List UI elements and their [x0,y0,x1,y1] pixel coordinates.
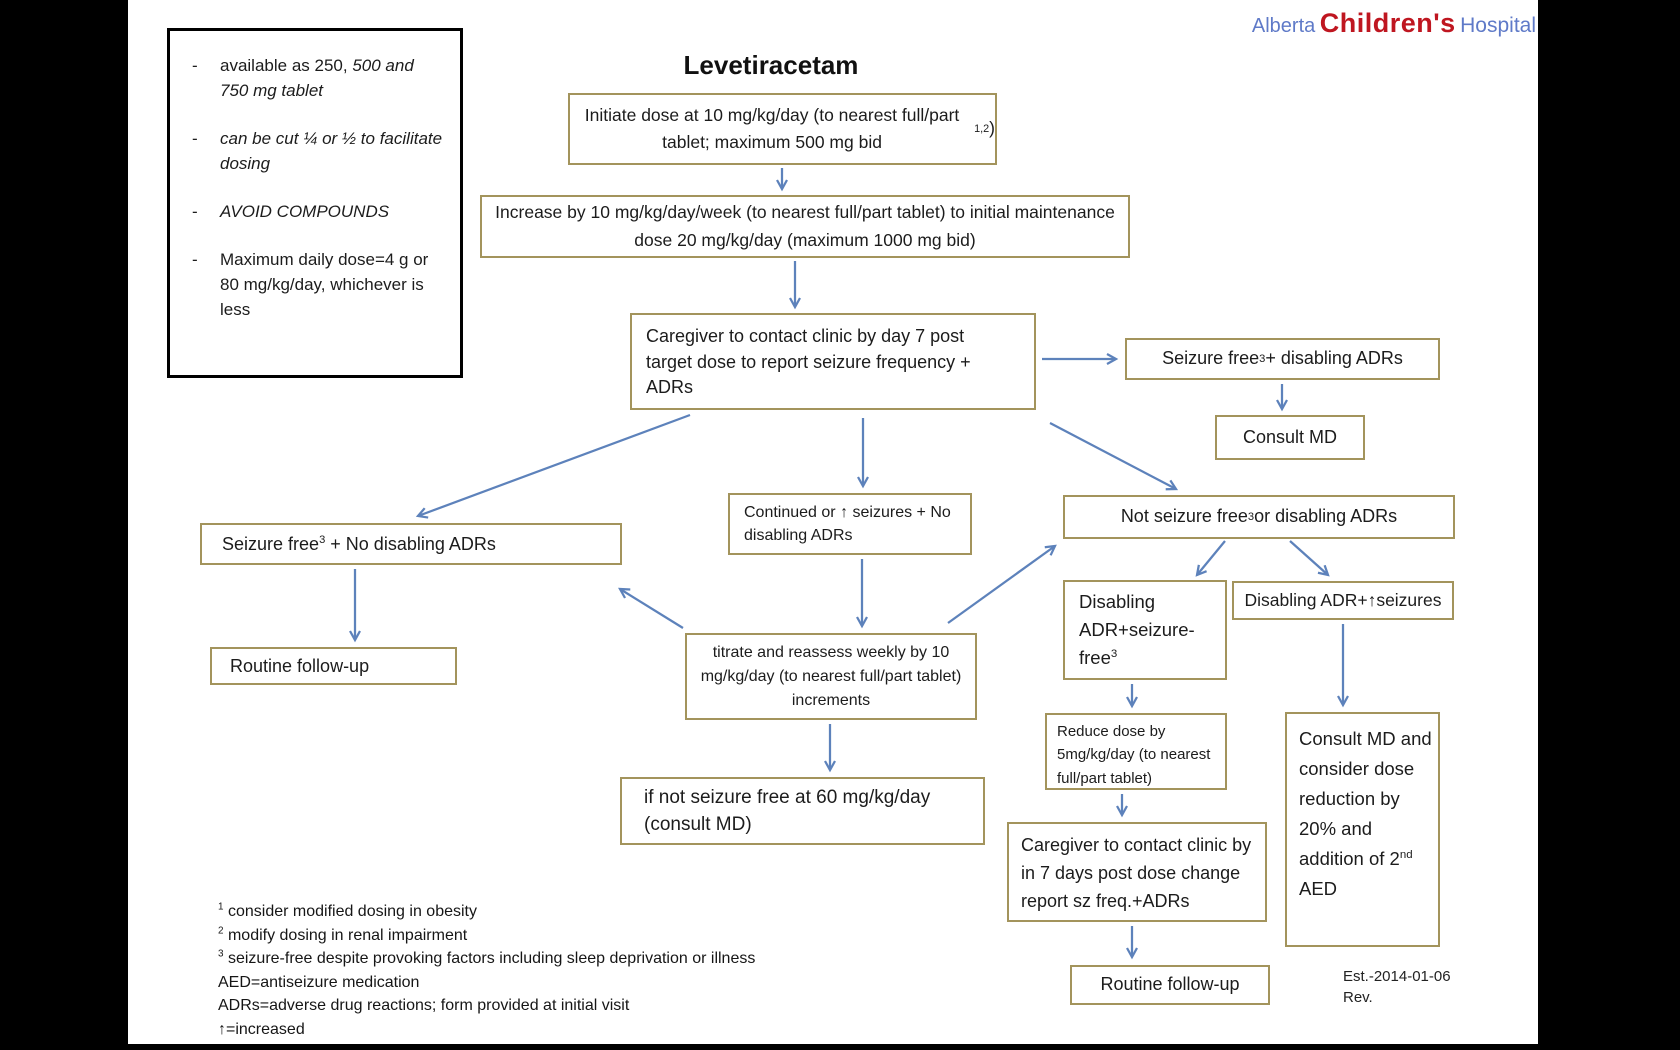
revision-info: Est.-2014-01-06 Rev. [1343,966,1451,1008]
flow-box-consult-md: Consult MD [1215,415,1365,460]
established-date: Est.-2014-01-06 [1343,968,1451,985]
flow-box-disabling-adr-increased-seizures: Disabling ADR+↑seizures [1232,581,1454,620]
footnote-2: 2 modify dosing in renal impairment [218,925,468,944]
flow-box-continued-seizures: Continued or ↑ seizures + No disabling A… [728,493,972,555]
flow-box-titrate-reassess: titrate and reassess weekly by 10 mg/kg/… [685,633,977,720]
flow-box-routine-follow-up-left: Routine follow-up [210,647,457,685]
flow-box-consult-md-dose-reduction: Consult MD and consider dose reduction b… [1285,712,1440,947]
footnote-increased: ↑=increased [218,1020,305,1038]
flow-box-reduce-dose: Reduce dose by 5mg/kg/day (to nearest fu… [1045,713,1227,790]
page-title: Levetiracetam [683,50,859,80]
flow-box-initiate-dose: Initiate dose at 10 mg/kg/day (to neares… [568,93,997,165]
flow-box-if-not-seizure-free-60: if not seizure free at 60 mg/kg/day (con… [620,777,985,845]
hospital-logo: Alberta Children's Hospital [1180,8,1536,39]
flow-box-seizure-free-no-disabling-adrs: Seizure free3 + No disabling ADRs [200,523,622,565]
flow-box-routine-follow-up-right: Routine follow-up [1070,965,1270,1005]
logo-alberta-text: Alberta [1251,15,1316,37]
drug-info-notes-box: available as 250, 500 and 750 mg tablet … [167,28,463,378]
info-item-avoid-compounds: AVOID COMPOUNDS [188,199,446,224]
flow-box-caregiver-contact-7days: Caregiver to contact clinic by in 7 days… [1007,822,1267,922]
footnotes: 1 consider modified dosing in obesity 2 … [218,900,755,1041]
footnote-adrs: ADRs=adverse drug reactions; form provid… [218,997,630,1014]
footnote-3: 3 seizure-free despite provoking factors… [218,948,756,967]
flow-box-increase-dose: Increase by 10 mg/kg/day/week (to neares… [480,195,1130,258]
footnote-1: 1 consider modified dosing in obesity [218,901,477,920]
info-item-availability: available as 250, 500 and 750 mg tablet [188,53,446,103]
flow-box-disabling-adr-seizure-free: Disabling ADR+seizure-free3 [1063,580,1227,680]
info-item-max-dose: Maximum daily dose=4 g or 80 mg/kg/day, … [188,247,446,322]
drug-info-list: available as 250, 500 and 750 mg tablet … [188,53,446,322]
logo-hospital-text: Hospital [1460,14,1536,37]
info-item-cutting: can be cut ¼ or ½ to facilitate dosing [188,126,446,176]
revision-label: Rev. [1343,989,1373,1006]
flow-box-caregiver-contact-day7: Caregiver to contact clinic by day 7 pos… [630,313,1036,410]
logo-childrens-text: Children's [1319,8,1456,38]
footnote-aed: AED=antiseizure medication [218,973,420,991]
